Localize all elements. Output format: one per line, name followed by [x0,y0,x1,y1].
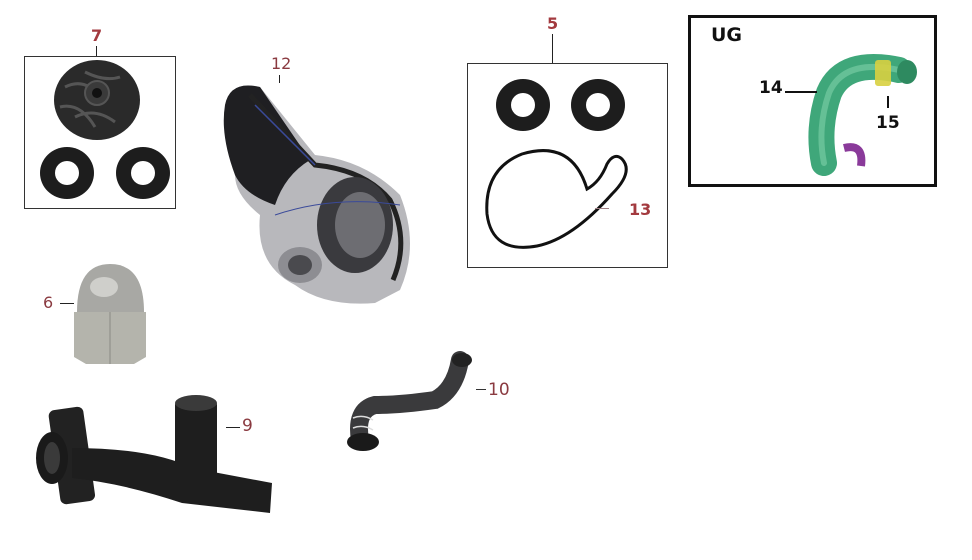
green-hose-icon [808,54,917,176]
hose-clamp-icon [875,60,891,86]
impeller-icon [54,60,140,140]
leader-line-7 [96,46,97,56]
leader-line-10 [476,389,486,390]
ug-inset-title: UG [711,24,743,46]
callout-5[interactable]: 5 [547,14,559,33]
callout-15[interactable]: 15 [876,113,900,133]
oil-seal-icon [116,147,170,199]
leader-line-5 [552,34,553,64]
callout-13[interactable]: 13 [629,200,652,219]
callout-10[interactable]: 10 [488,380,510,400]
leader-line-13 [595,208,609,209]
water-pipe-connector-icon [36,395,272,513]
callout-7[interactable]: 7 [91,26,103,45]
oil-seal-icon [571,79,625,131]
o-ring-icon [485,149,628,249]
coolant-hose-icon [347,351,472,451]
kit-frame-7 [24,56,176,209]
kit-frame-5 [467,63,668,268]
oil-seal-icon [40,147,94,199]
water-pump-housing-icon [223,85,410,304]
leader-line-6 [60,303,74,304]
callout-6[interactable]: 6 [43,293,54,312]
leader-line-9 [226,427,240,428]
acorn-nut-icon [74,264,146,364]
leader-line-14 [785,91,817,93]
oil-seal-icon [496,79,550,131]
callout-12[interactable]: 12 [271,54,292,73]
leader-line-15 [887,96,889,108]
ug-inset-frame: UG 14 15 [688,15,937,187]
callout-9[interactable]: 9 [242,416,253,436]
leader-line-12 [279,75,280,83]
callout-14[interactable]: 14 [759,78,783,98]
